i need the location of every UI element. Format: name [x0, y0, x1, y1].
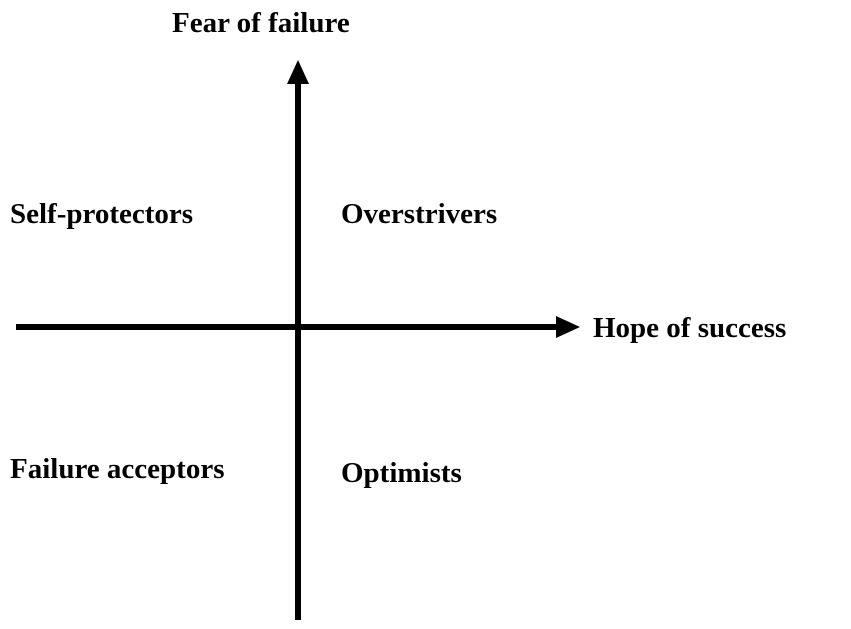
horizontal-axis-arrowhead — [556, 316, 580, 338]
quadrant-label-bottom-left: Failure acceptors — [10, 453, 225, 485]
quadrant-label-top-left: Self-protectors — [10, 198, 194, 230]
vertical-axis-label: Fear of failure — [172, 7, 350, 39]
quadrant-label-bottom-right: Optimists — [341, 457, 462, 489]
quadrant-label-top-right: Overstrivers — [341, 198, 498, 230]
vertical-axis-arrowhead — [287, 60, 309, 84]
horizontal-axis-label: Hope of success — [593, 312, 787, 344]
